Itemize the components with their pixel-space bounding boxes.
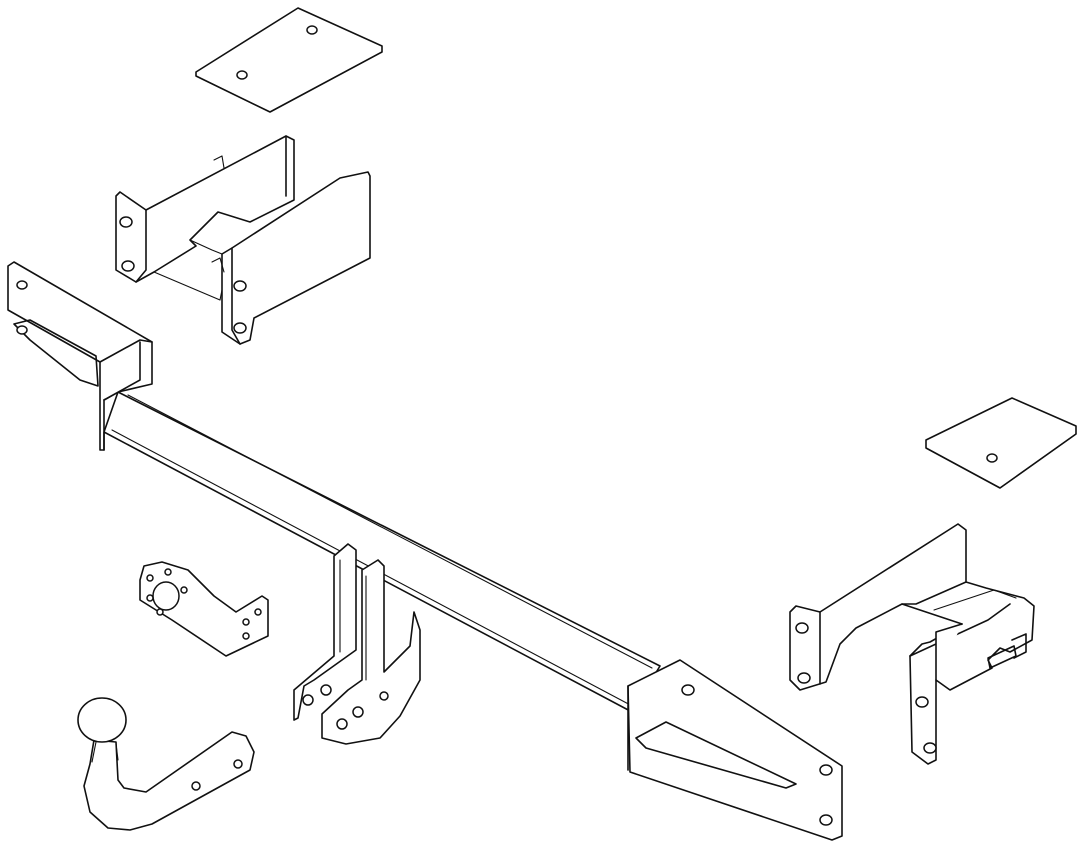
- side-plate-left: [7, 261, 153, 451]
- cross-bar: [103, 391, 661, 713]
- mounting-bracket-left: [115, 135, 371, 345]
- spacer-plate-left: [195, 7, 383, 113]
- side-plate-right: [627, 659, 843, 841]
- spacer-plate-right: [925, 397, 1077, 489]
- tow-ball-neck: [77, 697, 255, 831]
- center-brackets: [293, 543, 421, 745]
- socket-plate: [139, 561, 269, 657]
- mounting-bracket-right: [789, 523, 1035, 765]
